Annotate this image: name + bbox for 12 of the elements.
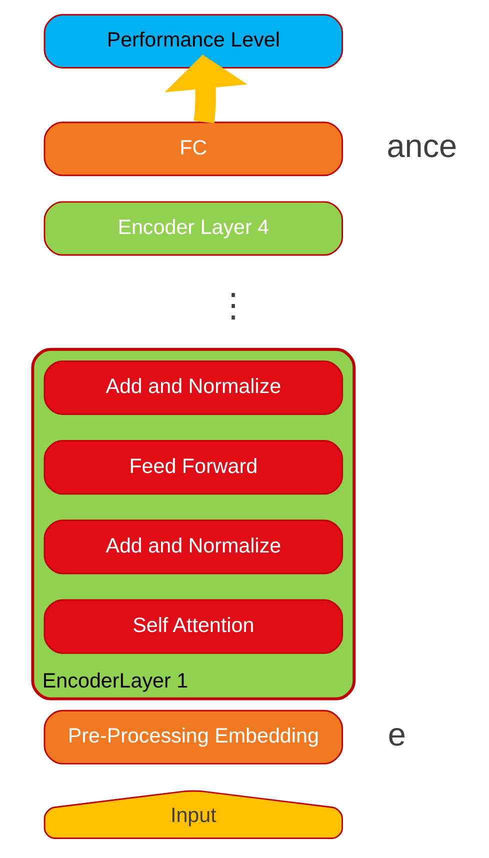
label: ⋮ (216, 287, 249, 324)
node-box: Pre-Processing Embedding (43, 710, 343, 764)
node-box: Add and Normalize (43, 520, 343, 574)
node-box: Performance Level (43, 14, 343, 69)
node-box: FC (43, 122, 343, 176)
node-box: Self Attention (43, 599, 343, 654)
node-box: Add and Normalize (43, 360, 343, 415)
label: ance (386, 128, 457, 164)
arrow (164, 54, 247, 124)
label: e (387, 716, 406, 752)
node-box: Encoder Layer 4 (43, 201, 343, 256)
node-box: Feed Forward (43, 440, 343, 495)
